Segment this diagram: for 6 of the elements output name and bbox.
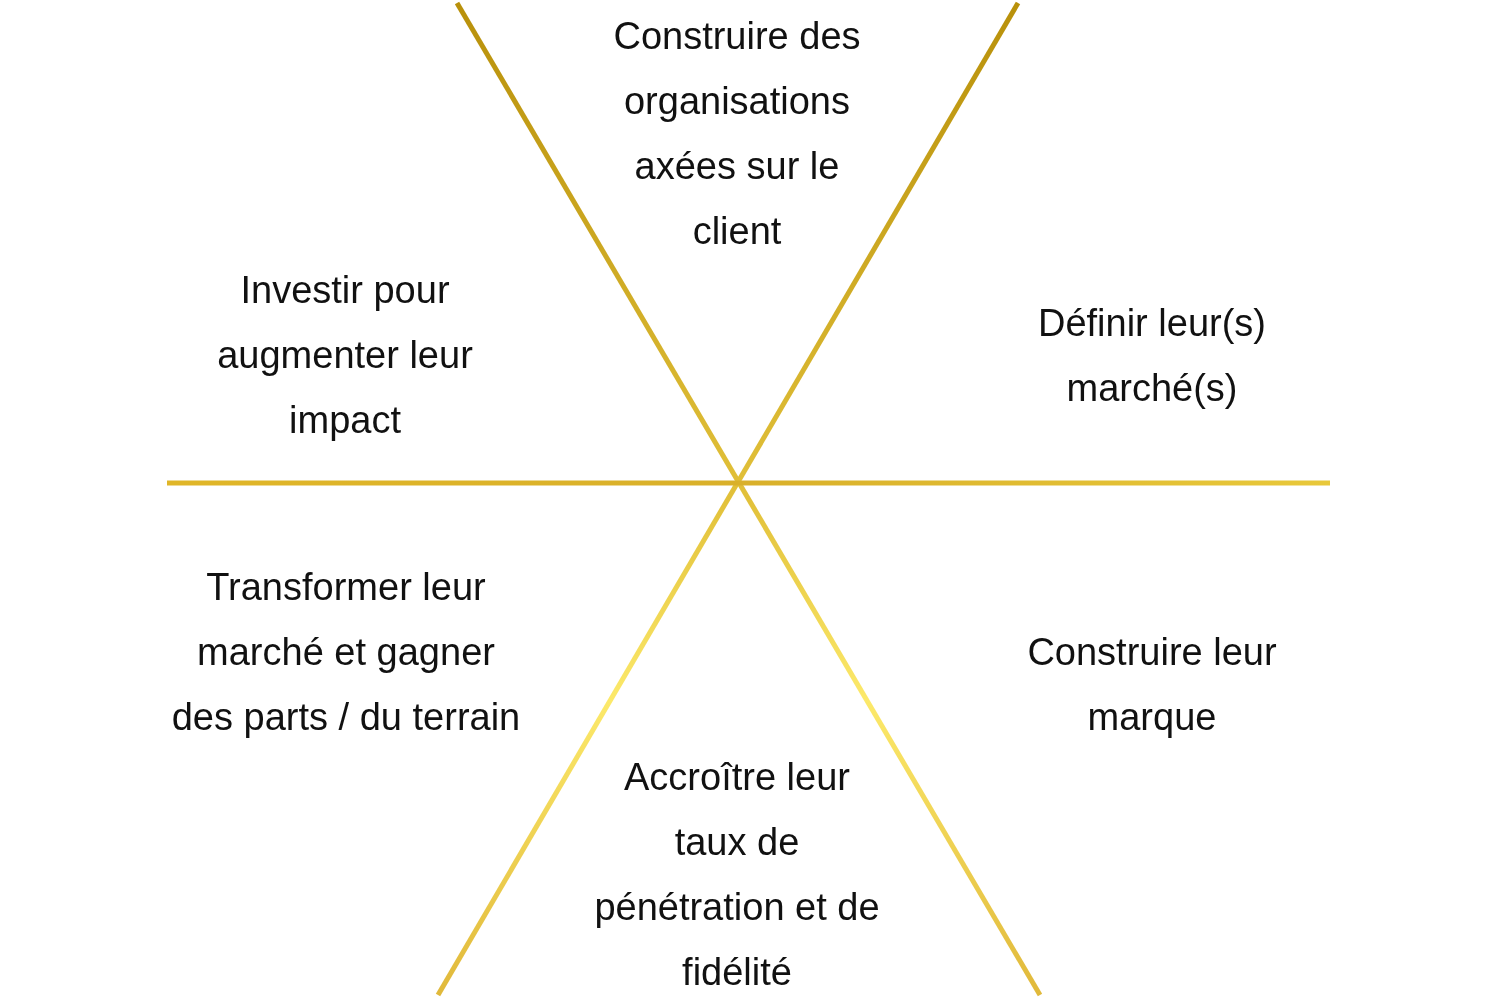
segment-label: Définir leur(s) marché(s) (1036, 301, 1267, 411)
segment-label: Accroître leur taux de pénétration et de fidélité (593, 755, 881, 995)
segment-label: Construire leur marque (1026, 630, 1278, 740)
segment-label: Construire des organisations axées sur le client (612, 14, 862, 254)
segment-label: Transformer leur marché et gagner des parts / du terrain (170, 565, 522, 740)
segment-label: Investir pour augmenter leur impact (216, 268, 474, 443)
